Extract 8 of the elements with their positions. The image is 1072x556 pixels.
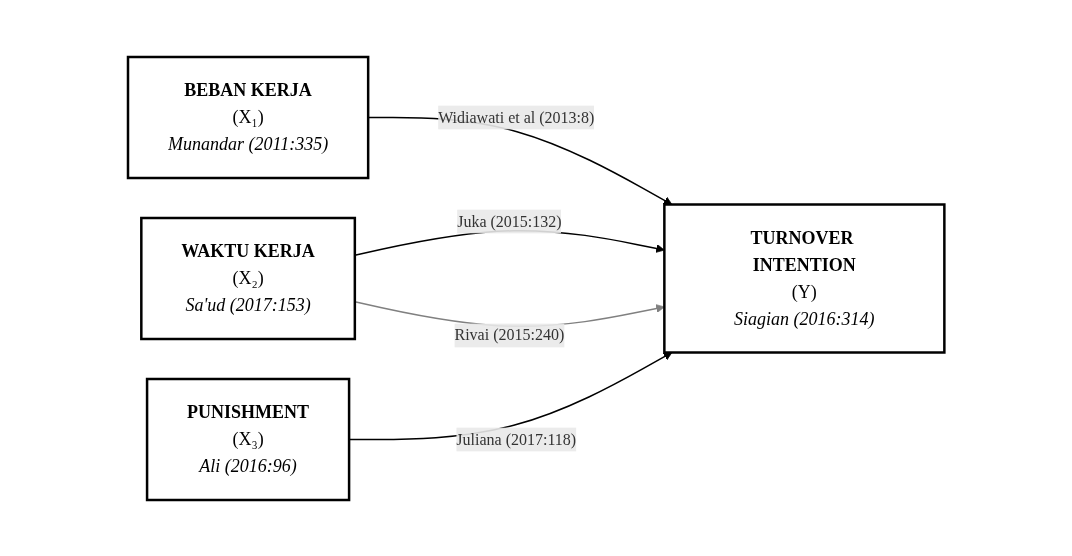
- node-box: PUNISHMENT (X₃) Ali (2016:96): [145, 377, 351, 501]
- edge-label: Widiawati et al (2013:8): [437, 108, 595, 125]
- node-box: WAKTU KERJA (X₂) Sa'ud (2017:153): [139, 216, 356, 340]
- edge-label: Juliana (2017:118): [456, 430, 576, 447]
- node-box: BEBAN KERJA (X₁) Munandar (2011:335): [126, 55, 370, 179]
- edge-label: Juka (2015:132): [456, 212, 562, 229]
- node-box: TURNOVER INTENTION (Y) Siagian (2016:314): [662, 202, 946, 354]
- edge-label: Rivai (2015:240): [454, 326, 565, 343]
